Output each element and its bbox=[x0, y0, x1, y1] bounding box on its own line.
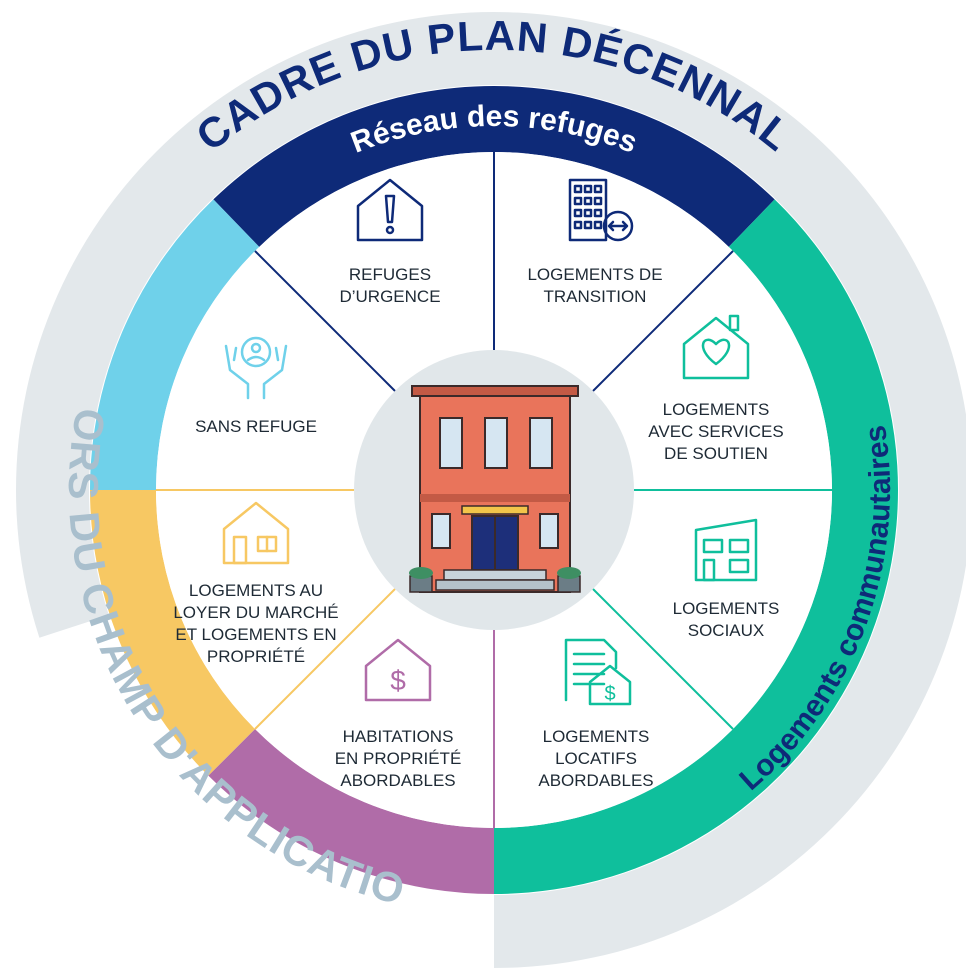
segment-label-line: LOCATIFS bbox=[555, 749, 637, 768]
segment-label: REFUGES D’URGENCE bbox=[339, 265, 440, 306]
segment-label-line: ABORDABLES bbox=[538, 771, 653, 790]
segment-logements-sociaux: LOGEMENTS SOCIAUX bbox=[673, 518, 780, 640]
segment-label-line: LOYER DU MARCHÉ bbox=[173, 603, 338, 622]
segment-refuges-urgence: REFUGES D’URGENCE bbox=[339, 178, 441, 306]
segment-locatifs-abordables: $ LOGEMENTS LOCATIFS ABORDABLES bbox=[538, 638, 654, 790]
segment-label-line: SANS REFUGE bbox=[195, 417, 317, 436]
segment-label-line: LOGEMENTS AU bbox=[189, 581, 323, 600]
segment-label-line: LOGEMENTS bbox=[543, 727, 650, 746]
segment-label: SANS REFUGE bbox=[195, 417, 317, 436]
segment-logements-soutien: LOGEMENTS AVEC SERVICES DE SOUTIEN bbox=[648, 314, 784, 463]
segment-divider bbox=[254, 588, 396, 730]
segment-label-line: EN PROPRIÉTÉ bbox=[335, 749, 462, 768]
segment-divider bbox=[592, 250, 734, 392]
segment-label: LOGEMENTS SOCIAUX bbox=[673, 599, 780, 640]
segment-loyer-marche: LOGEMENTS AU LOYER DU MARCHÉ ET LOGEMENTS … bbox=[173, 501, 339, 666]
heart-house-icon bbox=[682, 314, 750, 380]
segment-label-line: DE SOUTIEN bbox=[664, 444, 768, 463]
affordable-ownership-band bbox=[208, 729, 494, 894]
community-band bbox=[494, 199, 899, 894]
segment-divider bbox=[254, 250, 396, 392]
category-bands bbox=[90, 85, 899, 894]
shelter-band bbox=[213, 85, 775, 247]
svg-text:$: $ bbox=[604, 683, 615, 705]
segment-label-line: ET LOGEMENTS EN bbox=[175, 625, 336, 644]
hands-person-icon bbox=[224, 336, 288, 400]
market-band bbox=[90, 490, 255, 776]
building-icon bbox=[409, 385, 581, 593]
segment-label-line: LOGEMENTS bbox=[673, 599, 780, 618]
document-house-dollar-icon: $ bbox=[564, 638, 632, 706]
segment-divider bbox=[592, 588, 734, 730]
segment-label-line: ABORDABLES bbox=[340, 771, 455, 790]
segment-label-line: SOCIAUX bbox=[688, 621, 765, 640]
segment-label: LOGEMENTS DE TRANSITION bbox=[527, 265, 662, 306]
house-window-icon bbox=[222, 501, 290, 565]
unsheltered-band bbox=[90, 199, 260, 490]
building-arrows-icon bbox=[568, 178, 634, 242]
segment-label-line: LOGEMENTS DE bbox=[527, 265, 662, 284]
house-dollar-icon: $ bbox=[364, 638, 432, 702]
segment-label-line: PROPRIÉTÉ bbox=[207, 647, 305, 666]
segment-propriete-abordables: $ HABITATIONS EN PROPRIÉTÉ ABORDABLES bbox=[335, 638, 462, 790]
segment-label-line: AVEC SERVICES bbox=[648, 422, 783, 441]
segment-sans-refuge: SANS REFUGE bbox=[195, 336, 317, 436]
segment-label: LOGEMENTS AU LOYER DU MARCHÉ ET LOGEMENTS … bbox=[173, 581, 338, 666]
svg-text:$: $ bbox=[390, 665, 406, 696]
center-building bbox=[354, 350, 634, 630]
segment-label-line: HABITATIONS bbox=[343, 727, 454, 746]
segment-label: HABITATIONS EN PROPRIÉTÉ ABORDABLES bbox=[335, 727, 462, 790]
segment-logements-transition: LOGEMENTS DE TRANSITION bbox=[527, 178, 663, 306]
segment-label: LOGEMENTS LOCATIFS ABORDABLES bbox=[538, 727, 653, 790]
apartment-icon bbox=[694, 518, 758, 582]
warning-house-icon bbox=[356, 178, 424, 242]
segment-label-line: REFUGES bbox=[349, 265, 431, 284]
segment-label-line: TRANSITION bbox=[544, 287, 647, 306]
segment-label: LOGEMENTS AVEC SERVICES DE SOUTIEN bbox=[648, 400, 783, 463]
segment-label-line: D’URGENCE bbox=[339, 287, 440, 306]
segment-label-line: LOGEMENTS bbox=[663, 400, 770, 419]
